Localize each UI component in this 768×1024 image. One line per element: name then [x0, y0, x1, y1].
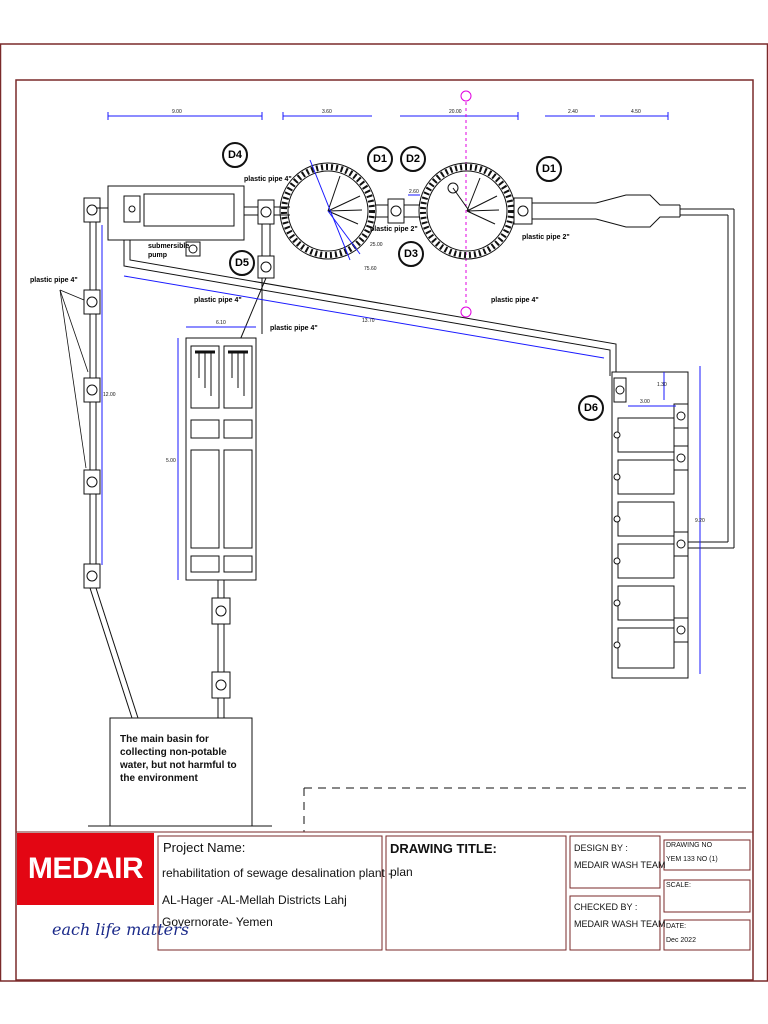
- brand-name: MEDAIR: [27, 852, 144, 885]
- drawing-title-value: plan: [390, 865, 413, 879]
- dim-top-left: 9.00: [172, 109, 182, 115]
- brand-tagline: each life matters: [52, 920, 189, 939]
- label-submersible-pump: submersible pump: [148, 243, 190, 259]
- project-line-3: Governorate- Yemen: [162, 915, 273, 929]
- design-by-value: MEDAIR WASH TEAM: [574, 860, 666, 870]
- dim-right-h: 9.20: [695, 518, 705, 524]
- label-pipe-4-right: plastic pipe 4": [491, 297, 539, 304]
- dim-top-4: 4.50: [631, 109, 641, 115]
- label-pipe-4-mid: plastic pipe 4": [194, 297, 242, 304]
- label-pipe-4-top: plastic pipe 4": [244, 176, 292, 183]
- dim-top-3: 2.40: [568, 109, 578, 115]
- dashed-area: [303, 787, 752, 832]
- drawing-no-value: YEM 133 NO (1): [666, 856, 718, 863]
- checked-by-value: MEDAIR WASH TEAM: [574, 919, 666, 929]
- diagonal-pipe: [123, 240, 617, 376]
- top-dimensions: [107, 112, 669, 120]
- circular-tank-left: [279, 159, 377, 261]
- dim-gap: 2.60: [409, 189, 419, 195]
- project-name-label: Project Name:: [163, 840, 246, 855]
- top-pipe: [239, 199, 290, 341]
- dim-r2: 75.60: [364, 266, 377, 272]
- left-leaders: [59, 289, 89, 469]
- label-pipe-2-mid: plastic pipe 2": [370, 226, 418, 233]
- filter-bank: [611, 371, 689, 679]
- drawing-title-label: DRAWING TITLE:: [390, 841, 497, 856]
- title-block-frame: [16, 831, 753, 951]
- section-markers: [460, 90, 472, 318]
- design-by-label: DESIGN BY :: [574, 843, 628, 853]
- label-pipe-2-right: plastic pipe 2": [522, 234, 570, 241]
- dim-top-2: 20.00: [449, 109, 462, 115]
- dim-tank-h: 5.00: [166, 458, 176, 464]
- left-pipe-column: [83, 197, 139, 719]
- marker-d2: D2: [400, 146, 426, 172]
- date-value: Dec 2022: [666, 937, 696, 944]
- marker-d1-left: D1: [367, 146, 393, 172]
- dim-tank-w: 6.10: [216, 320, 226, 326]
- label-pipe-4-tank: plastic pipe 4": [270, 325, 318, 332]
- checked-by-label: CHECKED BY :: [574, 902, 638, 912]
- top-dimension-labels: 9.00 3.60 20.00 2.40 4.50: [172, 109, 641, 115]
- basin-note: The main basin for collecting non-potabl…: [120, 734, 237, 784]
- marker-d5: D5: [229, 250, 255, 276]
- circle-connector: [376, 194, 420, 224]
- project-line-2: AL-Hager -AL-Mellah Districts Lahj: [162, 893, 347, 907]
- dim-diag-line: [123, 275, 605, 359]
- dim-right-w: 3.00: [640, 399, 650, 405]
- pump-box: [107, 185, 245, 257]
- marker-d4: D4: [222, 142, 248, 168]
- basin: [88, 717, 272, 827]
- date-label: DATE:: [666, 923, 687, 930]
- dim-top-1: 3.60: [322, 109, 332, 115]
- dim-right-top: 1.30: [657, 382, 667, 388]
- scale-label: SCALE:: [666, 882, 691, 889]
- drawing-no-label: DRAWING NO: [666, 842, 713, 849]
- circular-tank-right: [418, 162, 516, 260]
- brand-logo: MEDAIR: [17, 833, 154, 905]
- middle-tank: [185, 337, 257, 718]
- project-line-1: rehabilitation of sewage desalination pl…: [162, 866, 393, 880]
- marker-d6: D6: [578, 395, 604, 421]
- marker-d1-right: D1: [536, 156, 562, 182]
- dim-left-vert: 12.00: [103, 392, 116, 398]
- outlet-pipe: [513, 194, 735, 549]
- label-pipe-4-left: plastic pipe 4": [30, 277, 78, 284]
- dim-diag: 13.70: [362, 318, 375, 324]
- inner-border: [15, 79, 754, 981]
- marker-d3: D3: [398, 241, 424, 267]
- dim-r1: 25.00: [370, 242, 383, 248]
